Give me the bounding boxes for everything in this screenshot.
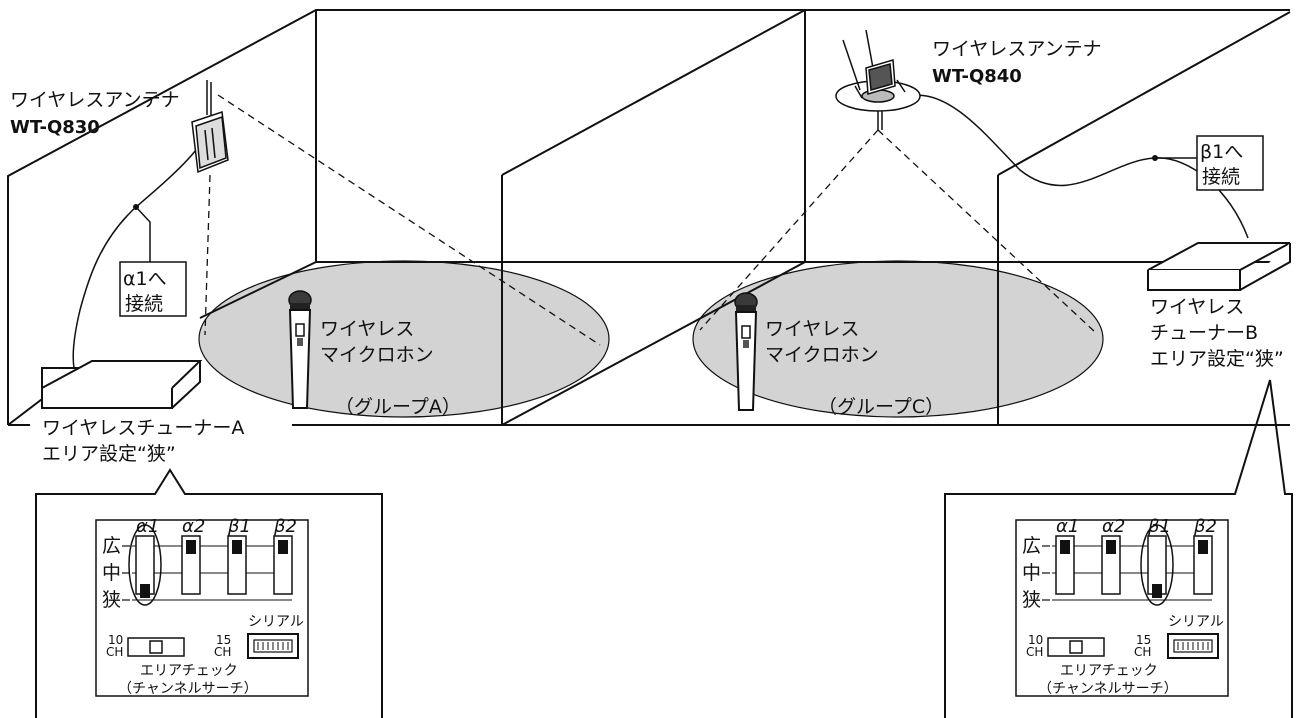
- tuner-a-box-icon: [41, 360, 203, 409]
- tuner-b-line2: チューナーB: [1150, 322, 1258, 344]
- tuner-b-check-sub-label: （チャンネルサーチ）: [1038, 681, 1178, 697]
- tuner-a-switch-knob-2: [232, 540, 242, 554]
- tuner-b-level-0: 広: [1022, 535, 1041, 557]
- group-a-label: （グループA）: [335, 396, 461, 418]
- tuner-b-switch-knob-1: [1106, 540, 1116, 554]
- tuner-b-level-2: 狭: [1022, 589, 1041, 611]
- tuner-a-ch-right-unit: CH: [214, 645, 231, 659]
- panel-a-callout: [35, 468, 383, 718]
- tuner-a-serial-label: シリアル: [248, 614, 304, 630]
- panel-b-callout: [944, 379, 1293, 718]
- tuner-b-panel-frame: [1015, 519, 1229, 697]
- tuner-b-box-icon: [1147, 242, 1291, 291]
- antenna-right-model: WT-Q840: [932, 66, 1022, 87]
- tuner-a-switch-knob-0: [140, 584, 150, 598]
- tuner-a-switch-label-2: β1: [227, 516, 251, 537]
- tuner-b-setting: エリア設定“狭”: [1150, 348, 1284, 370]
- tuner-b-ch-left-unit: CH: [1026, 645, 1043, 659]
- tuner-a-level-1: 中: [102, 562, 121, 584]
- tuner-a-check-sub-label: （チャンネルサーチ）: [118, 681, 258, 697]
- tuner-b-switch-label-0: α1: [1056, 516, 1079, 537]
- tuner-a-switch-knob-1: [186, 540, 196, 554]
- tuner-b-level-1: 中: [1022, 562, 1041, 584]
- tuner-a-check-label: エリアチェック: [140, 663, 238, 679]
- mic-right-line1: ワイヤレス: [765, 318, 859, 340]
- tuner-b-switch-label-2: β1: [1147, 516, 1171, 537]
- tuner-a-ch-right-num: 15: [216, 633, 231, 647]
- tuner-b-ch-left-num: 10: [1028, 633, 1043, 647]
- tuner-b-ch-right-unit: CH: [1134, 645, 1151, 659]
- tuner-a-highlight-ring: [128, 524, 162, 606]
- antenna-left-name: ワイヤレスアンテナ: [10, 89, 180, 111]
- tuner-a-switch-knob-3: [278, 540, 288, 554]
- tuner-a-panel-frame: [95, 519, 309, 697]
- tuner-b-highlight-ring: [1140, 524, 1174, 606]
- tuner-a-setting: エリア設定“狭”: [42, 443, 176, 465]
- connect-right-line1: β1へ: [1200, 141, 1243, 163]
- tuner-b-switch-label-3: β2: [1193, 516, 1217, 537]
- tuner-b-switch-label-1: α2: [1102, 516, 1125, 537]
- tuner-a-level-2: 狭: [102, 589, 121, 611]
- tuner-b-switch-knob-3: [1198, 540, 1208, 554]
- connect-left-line1: α1へ: [123, 268, 167, 290]
- tuner-b-ch-right-num: 15: [1136, 633, 1151, 647]
- mic-left-line1: ワイヤレス: [320, 318, 414, 340]
- tuner-a-switch-label-1: α2: [182, 516, 205, 537]
- antenna-right-name: ワイヤレスアンテナ: [932, 38, 1102, 60]
- tuner-a-ch-left-unit: CH: [106, 645, 123, 659]
- tuner-b-serial-label: シリアル: [1168, 614, 1224, 630]
- tuner-a-switch-label-3: β2: [273, 516, 297, 537]
- tuner-b-switch-knob-2: [1152, 584, 1162, 598]
- mic-right-line2: マイクロホン: [765, 344, 879, 366]
- tuner-b-line1: ワイヤレス: [1150, 296, 1244, 318]
- antenna-left-model: WT-Q830: [10, 117, 100, 138]
- group-c-label: （グループC）: [818, 396, 944, 418]
- antenna-wt-q840-icon: [835, 29, 921, 130]
- tuner-b-switch-knob-0: [1060, 540, 1070, 554]
- coverage-lines: [204, 94, 1096, 346]
- mic-left-line2: マイクロホン: [320, 344, 434, 366]
- connect-left-line2: 接続: [125, 293, 163, 315]
- microphone-right-icon: [734, 292, 758, 411]
- tuner-b-check-label: エリアチェック: [1060, 663, 1158, 679]
- tuner-a-name: ワイヤレスチューナーA: [42, 417, 244, 439]
- connect-right-line2: 接続: [1202, 166, 1240, 188]
- antenna-wt-q830-icon: [191, 80, 229, 174]
- tuner-a-ch-left-num: 10: [108, 633, 123, 647]
- microphone-left-icon: [288, 290, 312, 409]
- tuner-a-level-0: 広: [102, 535, 121, 557]
